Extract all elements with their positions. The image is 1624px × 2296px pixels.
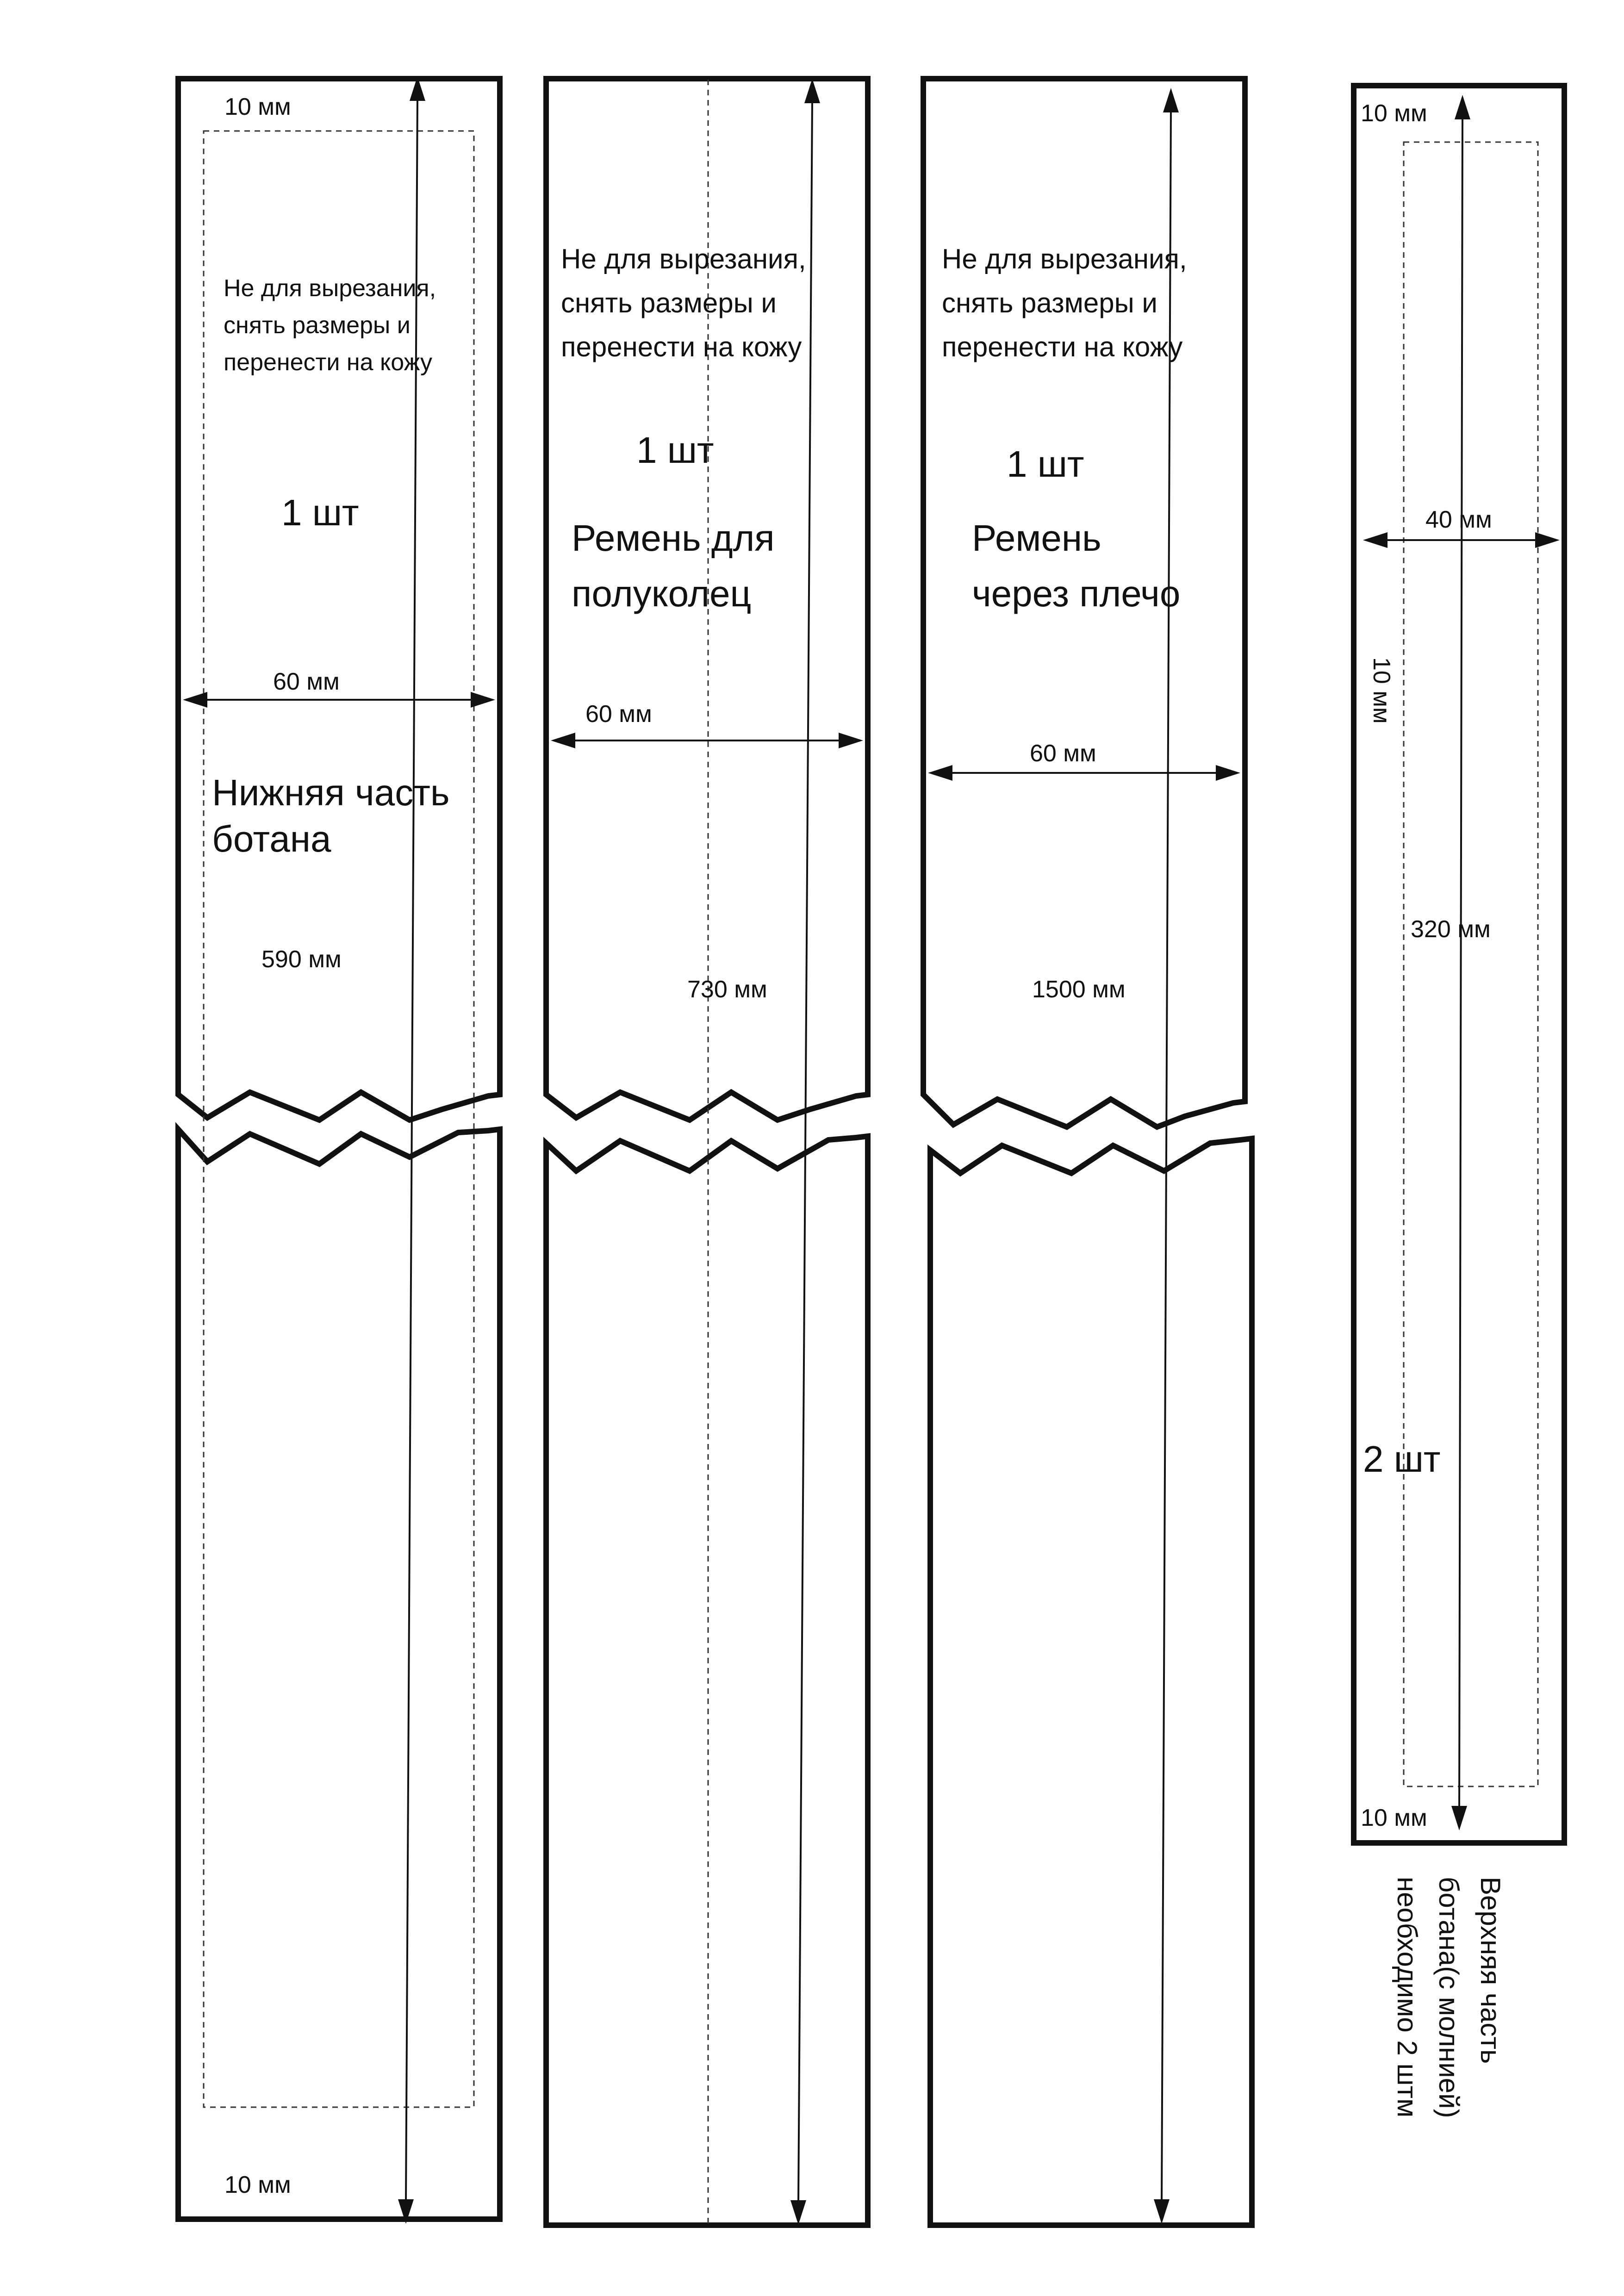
- shoulder-strap-quantity: 1 шт: [1007, 443, 1084, 485]
- top-part-name-line-1: Верхняя часть: [1475, 1877, 1506, 2064]
- shoulder-strap-note-line-2: снять размеры и: [942, 287, 1157, 318]
- top-part-margin-bottom-label: 10 мм: [1361, 1804, 1427, 1831]
- bottom-part-length-label: 590 мм: [261, 946, 342, 973]
- bottom-part-margin-bottom-label: 10 мм: [224, 2172, 291, 2198]
- top-part-outline: [1351, 83, 1567, 1846]
- bottom-part-note-line-3: перенести на кожу: [224, 349, 432, 376]
- shoulder-strap-width-label: 60 мм: [1030, 740, 1096, 767]
- piece-bottom-part: 10 мм 10 мм Не для вырезания, снять разм…: [175, 76, 503, 2224]
- bottom-part-length-dimension: [398, 76, 425, 2224]
- ring-strap-width-label: 60 мм: [585, 701, 652, 728]
- ring-strap-width-dimension: [551, 733, 863, 748]
- shoulder-strap-lower-outline: [927, 1135, 1255, 2228]
- top-part-name-line-2: ботана(с молнией): [1433, 1877, 1464, 2118]
- shoulder-strap-length-dimension: [1154, 88, 1179, 2224]
- bottom-part-note-line-2: снять размеры и: [224, 312, 411, 339]
- bottom-part-width-dimension: [183, 692, 495, 708]
- shoulder-strap-width-dimension: [928, 765, 1240, 781]
- ring-strap-length-dimension: [790, 79, 820, 2225]
- shoulder-strap-upper-outline: [921, 76, 1248, 1130]
- bottom-part-seam-allowance: [203, 130, 475, 2108]
- bottom-part-width-label: 60 мм: [273, 668, 340, 695]
- ring-strap-name-line-1: Ремень для: [572, 517, 775, 559]
- bottom-part-quantity: 1 шт: [281, 492, 359, 533]
- top-part-quantity: 2 шт: [1363, 1438, 1441, 1480]
- piece-shoulder-strap: Не для вырезания, снять размеры и перене…: [921, 76, 1255, 2228]
- piece-ring-strap: Не для вырезания, снять размеры и перене…: [543, 76, 871, 2228]
- bottom-part-lower-outline: [175, 1122, 503, 2222]
- top-part-margin-side-label: 10 мм: [1368, 657, 1395, 724]
- shoulder-strap-name-line-1: Ремень: [972, 517, 1101, 559]
- shoulder-strap-note-line-3: перенести на кожу: [942, 331, 1182, 362]
- top-part-name-line-3: необходимо 2 штм: [1392, 1877, 1423, 2117]
- ring-strap-upper-outline: [543, 76, 871, 1123]
- shoulder-strap-note-line-1: Не для вырезания,: [942, 243, 1187, 274]
- ring-strap-note-line-2: снять размеры и: [561, 287, 777, 318]
- bottom-part-name-line-2: ботана: [212, 818, 331, 859]
- top-part-length-label: 320 мм: [1411, 916, 1491, 943]
- ring-strap-length-label: 730 мм: [687, 976, 767, 1003]
- bottom-part-note-line-1: Не для вырезания,: [224, 275, 436, 302]
- bottom-part-upper-outline: [175, 76, 503, 1123]
- top-part-seam-allowance: [1403, 141, 1539, 1787]
- top-part-width-dimension: [1363, 532, 1560, 548]
- ring-strap-note-line-1: Не для вырезания,: [561, 243, 806, 274]
- top-part-length-dimension: [1451, 95, 1470, 1830]
- bottom-part-name-line-1: Нижняя часть: [212, 772, 450, 813]
- ring-strap-lower-outline: [543, 1133, 871, 2228]
- ring-strap-name-line-2: полуколец: [572, 573, 751, 614]
- ring-strap-note-line-3: перенести на кожу: [561, 331, 802, 362]
- shoulder-strap-name-line-2: через плечо: [972, 573, 1180, 614]
- shoulder-strap-length-label: 1500 мм: [1032, 976, 1126, 1003]
- bottom-part-margin-top-label: 10 мм: [224, 93, 291, 120]
- piece-top-part: 10 мм 10 мм 40 мм 10 мм 320 мм 2 шт Верх…: [1351, 83, 1567, 2118]
- ring-strap-quantity: 1 шт: [636, 429, 714, 471]
- top-part-width-label: 40 мм: [1425, 506, 1492, 533]
- top-part-margin-top-label: 10 мм: [1361, 100, 1427, 127]
